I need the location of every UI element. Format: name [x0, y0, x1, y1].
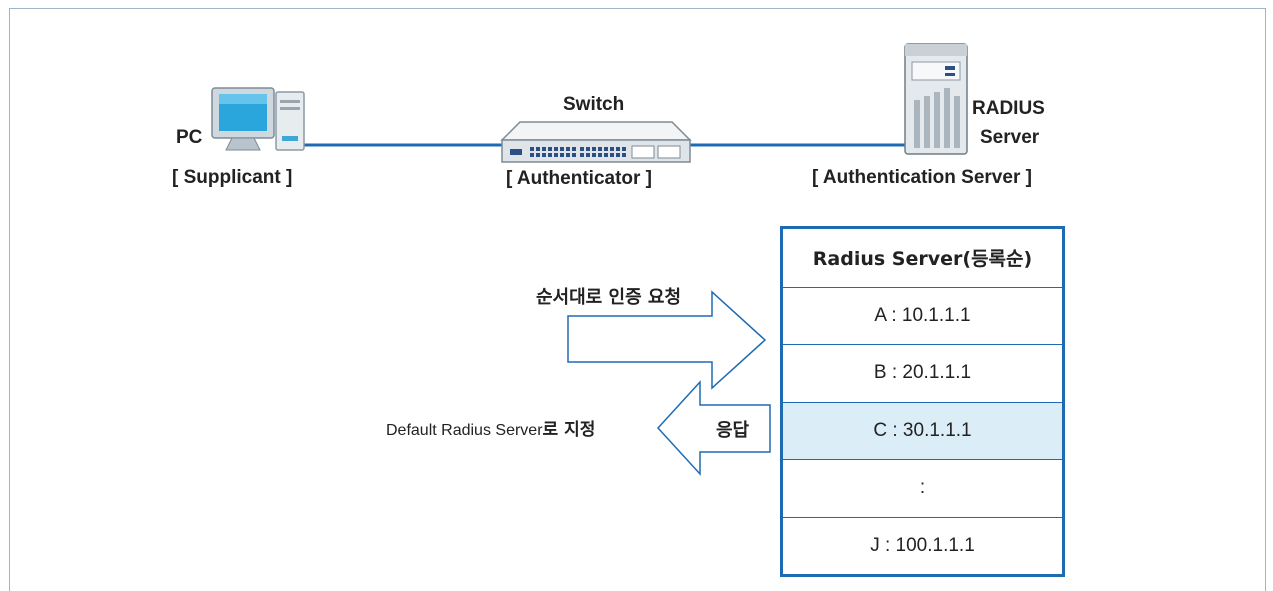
authenticator-label: [ Authenticator ] — [506, 168, 653, 189]
response-label: 응답 — [716, 420, 750, 441]
table-row: B : 20.1.1.1 — [783, 344, 1062, 402]
switch-icon — [500, 121, 692, 163]
request-arrow — [567, 290, 767, 390]
table-row: J : 100.1.1.1 — [783, 516, 1062, 575]
server-icon — [904, 43, 968, 155]
request-label: 순서대로 인증 요청 — [536, 287, 682, 308]
table-header: Radius Server(등록순) — [812, 248, 1033, 271]
default-server-label-en: Default Radius Server — [386, 422, 543, 439]
table-row-highlighted: C : 30.1.1.1 — [783, 401, 1062, 459]
table-row: : — [783, 459, 1062, 517]
diagram-frame — [9, 8, 1266, 591]
default-server-label-ko: 로 지정 — [542, 420, 596, 440]
response-arrow — [656, 380, 771, 476]
pc-label: PC — [176, 127, 203, 148]
supplicant-label: [ Supplicant ] — [172, 167, 293, 188]
radius-label-line2: Server — [980, 127, 1040, 148]
table-row: A : 10.1.1.1 — [783, 286, 1062, 345]
pc-icon — [211, 87, 305, 151]
authentication-server-label: [ Authentication Server ] — [812, 167, 1032, 188]
radius-label-line1: RADIUS — [972, 98, 1045, 119]
default-server-label: Default Radius Server로 지정 — [386, 415, 595, 440]
switch-label: Switch — [563, 94, 625, 115]
radius-server-table: Radius Server(등록순) A : 10.1.1.1 B : 20.1… — [780, 226, 1065, 577]
